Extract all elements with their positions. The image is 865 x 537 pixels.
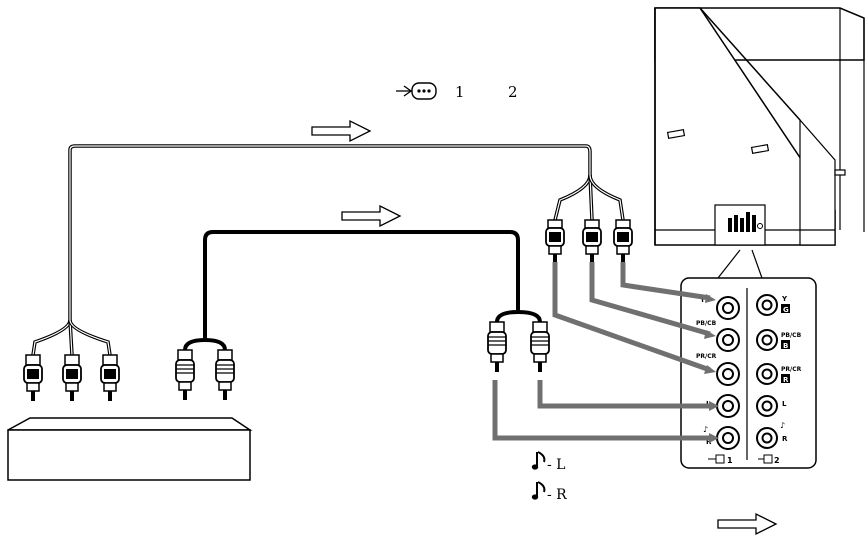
input-icon-2 bbox=[758, 454, 773, 464]
label-r2: R bbox=[782, 435, 788, 443]
legend-left: - L bbox=[547, 457, 565, 473]
input-number-1: 1 bbox=[727, 456, 733, 465]
legend-right: - R bbox=[547, 487, 567, 503]
gray-line-l bbox=[537, 380, 712, 409]
input-number-2: 2 bbox=[774, 456, 780, 465]
gray-line-arrowheads bbox=[704, 294, 719, 443]
plugs-component-source bbox=[23, 354, 120, 401]
plug bbox=[530, 321, 550, 372]
plug bbox=[613, 219, 633, 262]
plug bbox=[23, 354, 43, 401]
jack-pb2[interactable] bbox=[756, 329, 778, 351]
input1-jacks bbox=[716, 296, 740, 450]
gray-line-pb bbox=[589, 262, 711, 337]
plug bbox=[100, 354, 120, 401]
jack-y2[interactable] bbox=[756, 294, 778, 316]
connection-panel bbox=[680, 277, 817, 469]
badge-b bbox=[781, 340, 790, 349]
label-pr1: PR/CR bbox=[696, 353, 717, 360]
label-pb1: PB/CB bbox=[696, 320, 717, 327]
label-pb2: PB/CB bbox=[781, 332, 802, 339]
plugs-audio-tv bbox=[487, 321, 550, 372]
label-pr2: PR/CR bbox=[781, 366, 802, 373]
tv-jack-cluster bbox=[728, 212, 763, 232]
plugs-component-tv bbox=[545, 219, 633, 262]
badge-g bbox=[781, 304, 790, 313]
gray-line-pr bbox=[552, 262, 711, 373]
input2-jacks bbox=[756, 294, 778, 449]
badge-b-text: B bbox=[783, 342, 788, 350]
badge-g-text: G bbox=[783, 306, 789, 314]
component-video-cable bbox=[31, 144, 625, 356]
jack-r1[interactable] bbox=[716, 426, 740, 450]
gray-line-y bbox=[620, 262, 711, 301]
plug bbox=[487, 321, 507, 372]
tv-set bbox=[654, 7, 865, 279]
flow-arrow-legend bbox=[717, 512, 778, 536]
plugs-audio-source bbox=[175, 349, 235, 400]
badge-r bbox=[781, 374, 790, 383]
plug bbox=[545, 219, 565, 262]
jack-pr1[interactable] bbox=[716, 362, 740, 386]
jack-r2[interactable] bbox=[756, 427, 778, 449]
header-number-2: 2 bbox=[508, 83, 518, 101]
source-device bbox=[7, 417, 253, 481]
jack-l1[interactable] bbox=[716, 394, 740, 418]
gray-signal-lines bbox=[492, 262, 712, 441]
audio-symbol-1: ♪ bbox=[703, 425, 708, 434]
input-arrow-icon bbox=[396, 82, 437, 100]
audio-cable bbox=[183, 230, 542, 351]
audio-symbol-2: ♪ bbox=[780, 421, 785, 430]
jack-pb1[interactable] bbox=[716, 328, 740, 352]
plug bbox=[582, 219, 602, 262]
label-l2: L bbox=[782, 400, 787, 408]
jack-pr2[interactable] bbox=[756, 363, 778, 385]
music-note-icon bbox=[531, 481, 546, 500]
flow-arrow-video bbox=[311, 119, 372, 143]
plug bbox=[175, 349, 195, 400]
badge-r-text: R bbox=[783, 376, 789, 384]
jack-l2[interactable] bbox=[756, 395, 778, 417]
header-number-1: 1 bbox=[455, 83, 465, 101]
plug bbox=[62, 354, 82, 401]
music-note-icon bbox=[531, 451, 546, 470]
plug bbox=[215, 349, 235, 400]
label-y2: Y bbox=[781, 295, 788, 303]
input-icon-1 bbox=[708, 454, 725, 464]
label-y1: Y bbox=[699, 296, 706, 304]
flow-arrow-audio bbox=[341, 204, 402, 228]
jack-y1[interactable] bbox=[716, 296, 740, 320]
gray-line-r bbox=[492, 380, 712, 441]
